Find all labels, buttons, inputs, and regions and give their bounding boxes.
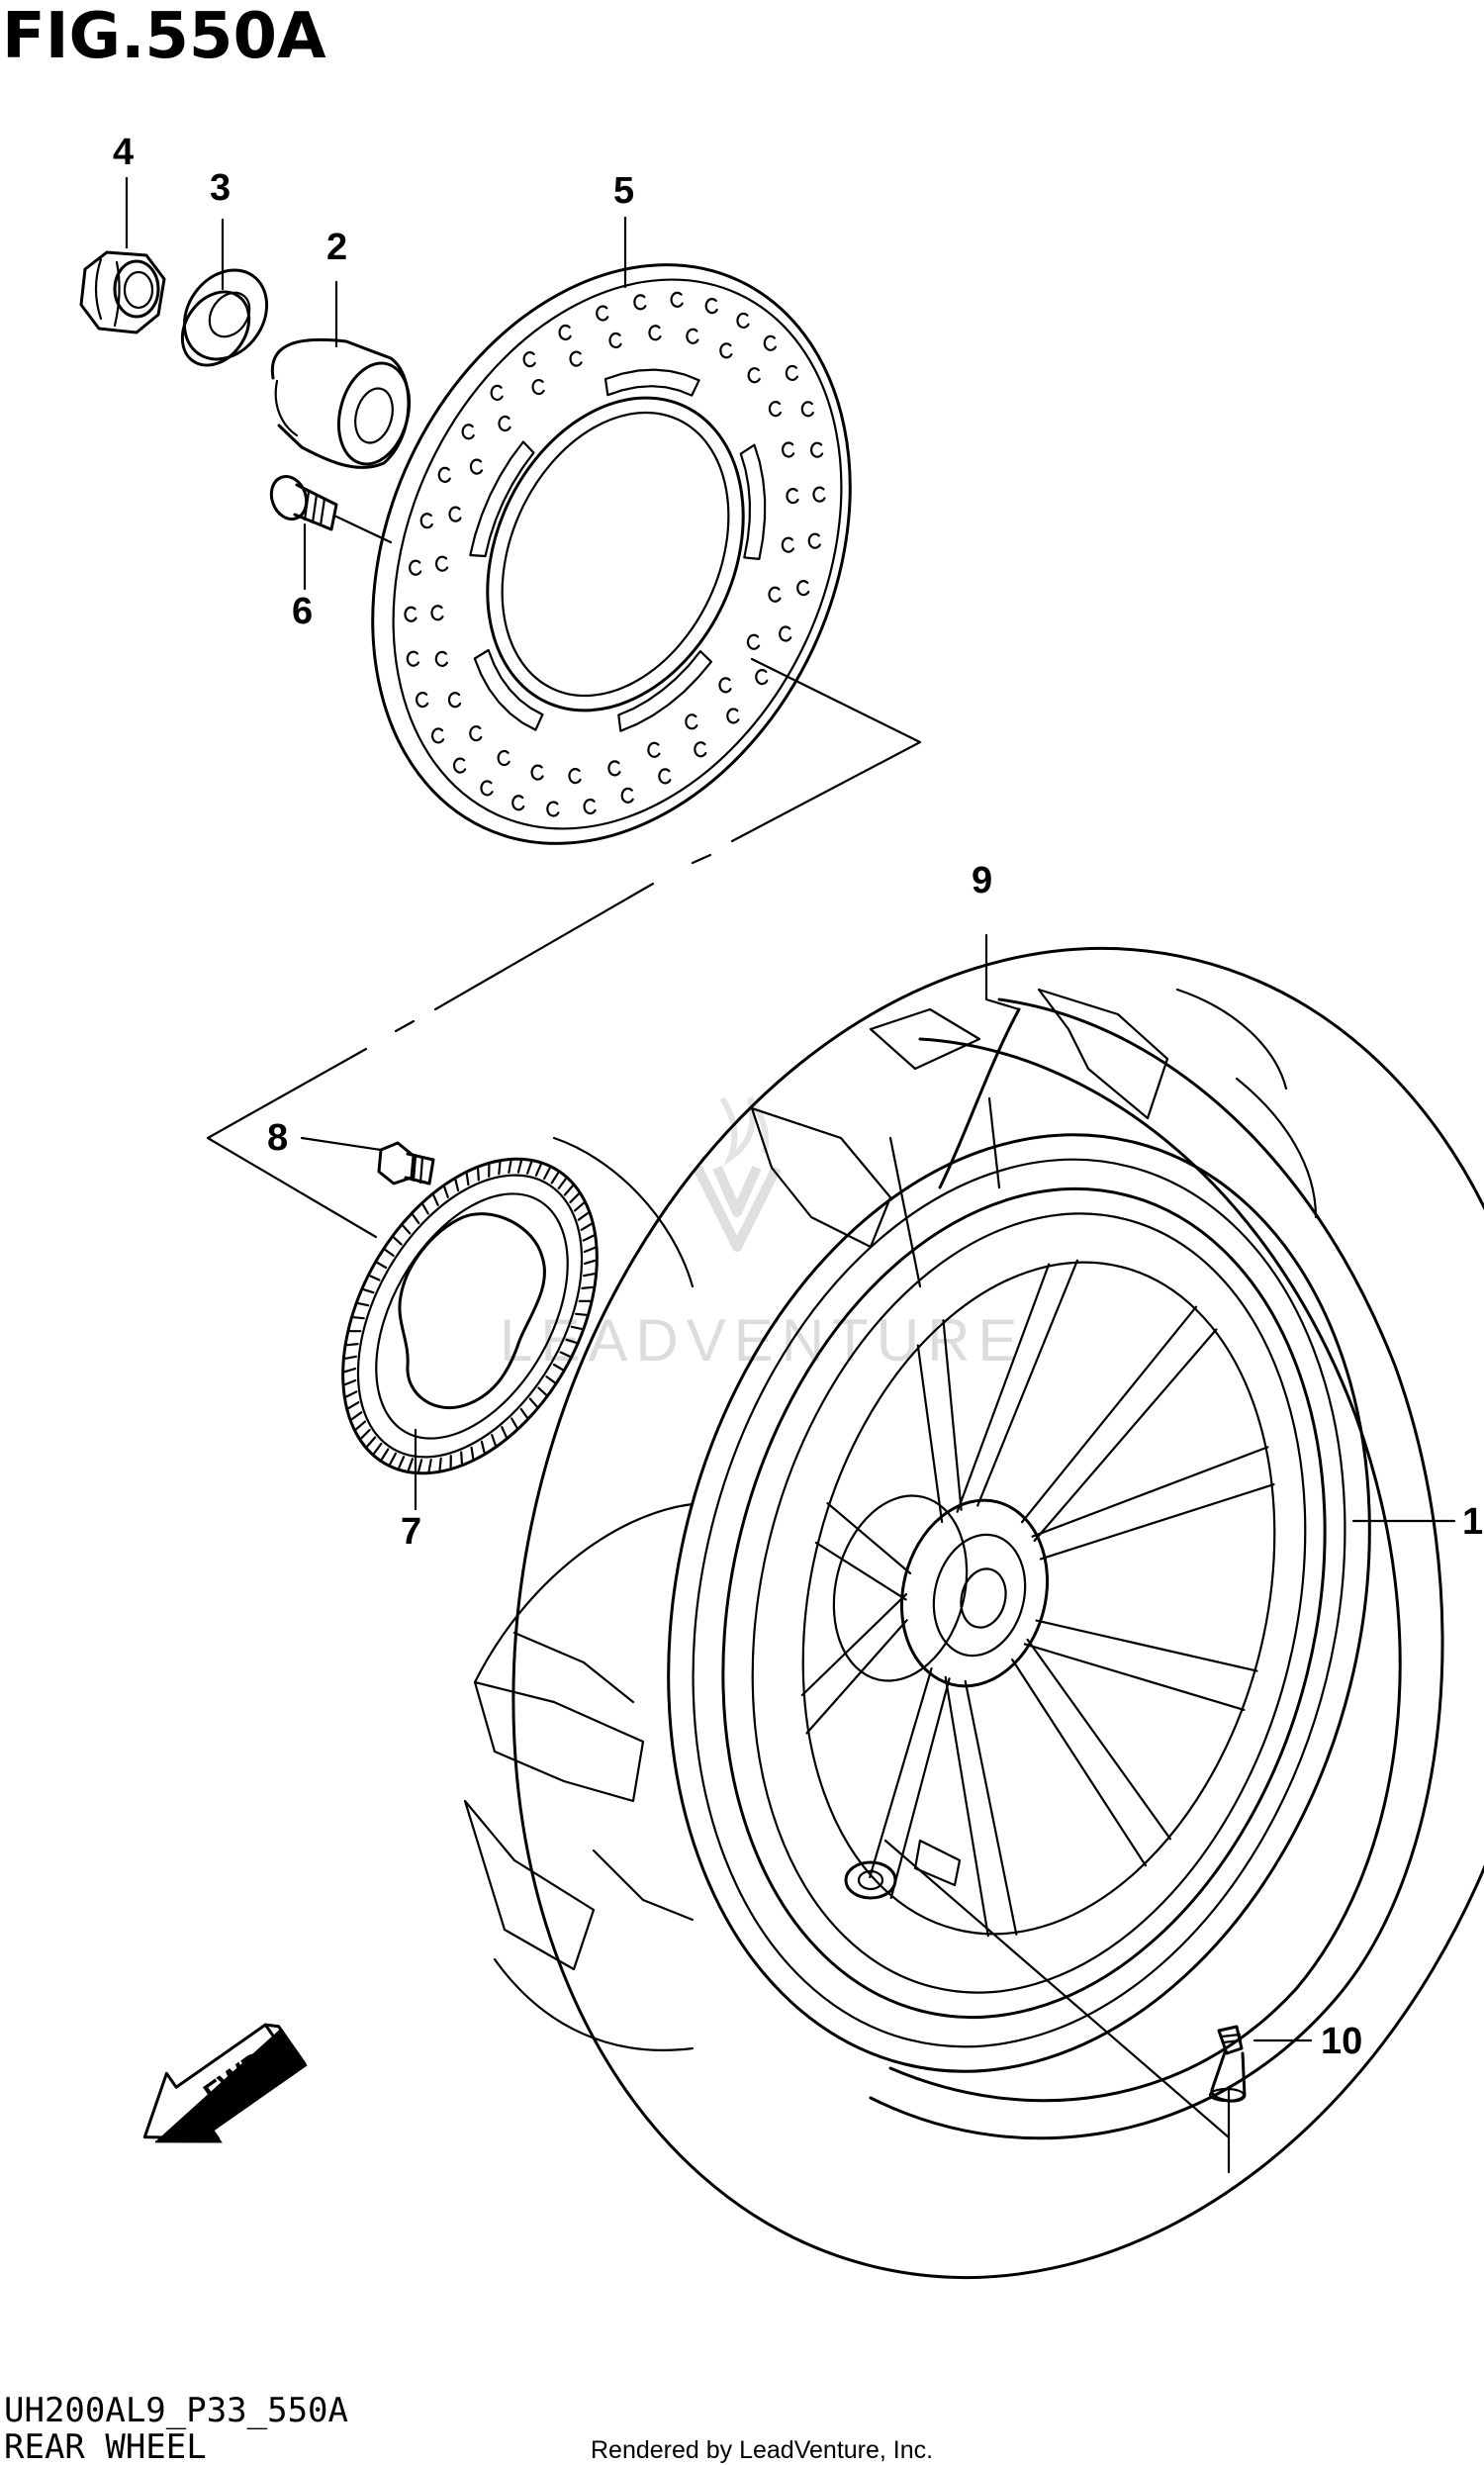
- callout-9: 9: [972, 860, 992, 901]
- callout-8: 8: [267, 1117, 288, 1159]
- disc-slots: [469, 368, 767, 732]
- wheel-rim: [667, 1133, 1371, 2073]
- figure-name: REAR WHEEL: [4, 2427, 207, 2465]
- sensor-ring-bolt: [377, 1141, 435, 1185]
- spacer: [270, 337, 411, 469]
- fwd-arrow-icon: FWD: [142, 2023, 308, 2143]
- rendered-by: Rendered by LeadVenture, Inc.: [591, 2436, 933, 2464]
- figure-title: FIG.550A: [2, 0, 326, 73]
- abs-sensor-ring: [341, 1157, 599, 1475]
- callout-7: 7: [401, 1511, 421, 1553]
- callout-1: 1: [1462, 1501, 1483, 1543]
- callout-5: 5: [613, 170, 634, 212]
- callout-2: 2: [326, 227, 347, 268]
- abs-sensor-teeth: [343, 1160, 597, 1472]
- callout-4: 4: [113, 132, 134, 173]
- callout-6: 6: [292, 591, 313, 632]
- tire: [463, 947, 1484, 2279]
- washer: [180, 268, 269, 367]
- valve: [1208, 2025, 1247, 2103]
- leader-lines: [125, 176, 1456, 2174]
- axle-nut: [79, 250, 166, 334]
- figure-code: UH200AL9_P33_550A: [4, 2391, 348, 2430]
- callout-3: 3: [210, 167, 231, 209]
- callout-10: 10: [1321, 2021, 1362, 2062]
- callout-numbers: 1 2 3 4 5 6 7 8 9 10: [113, 132, 1483, 2062]
- disc-bolt: [269, 475, 338, 531]
- brake-disc: [371, 263, 852, 845]
- wheel-spokes: [800, 1259, 1275, 1938]
- phantom-line: [206, 657, 922, 1239]
- tire-tread: [463, 988, 1318, 1971]
- disc-holes: [404, 291, 826, 817]
